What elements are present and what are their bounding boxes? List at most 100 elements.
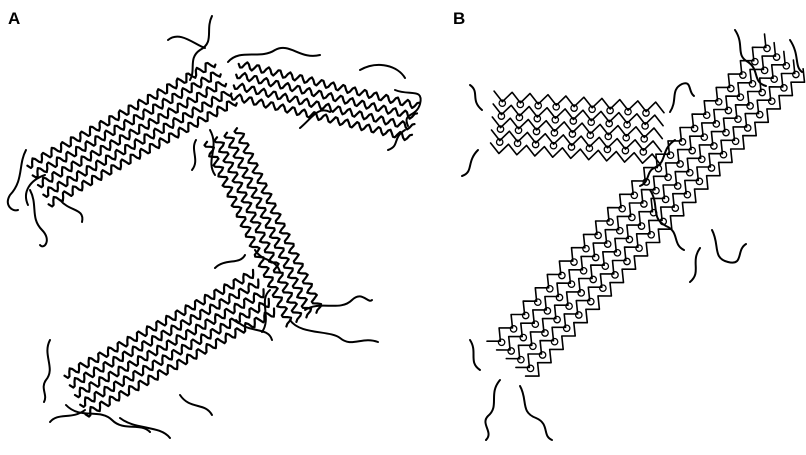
b-sheet-diagonal-bead (701, 134, 707, 140)
b-sheet-diagonal-bead (544, 308, 550, 314)
b-sheet-diagonal-bead (773, 54, 779, 60)
b-sheet-diagonal-bead (520, 334, 526, 340)
b-loose-chain-3 (670, 83, 694, 112)
a-loose-chain-17 (215, 255, 245, 268)
a-loose-chain-13 (300, 110, 330, 128)
b-sheet-diagonal-bead (732, 138, 738, 144)
b-sheet-diagonal-strand-1 (487, 34, 766, 341)
b-sheet-diagonal-bead (699, 156, 705, 162)
b-sheet-diagonal-bead (691, 125, 697, 131)
b-sheet-diagonal-bead (619, 206, 625, 212)
b-sheet-diagonal-bead (542, 330, 548, 336)
b-sheet-diagonal-bead (745, 125, 751, 131)
b-sheet-diagonal-bead (498, 339, 504, 345)
b-sheet-diagonal-bead (595, 232, 601, 238)
a-bundle-upper-right-strand-4 (231, 95, 412, 141)
b-sheet-diagonal-bead (593, 254, 599, 260)
b-sheet-diagonal-bead (600, 285, 606, 291)
b-sheet-diagonal-bead (771, 76, 777, 82)
b-sheet-diagonal-bead (677, 161, 683, 167)
b-sheet-diagonal-bead (638, 223, 644, 229)
b-sheet-diagonal-bead (568, 281, 574, 287)
b-sheet-diagonal-bead (580, 268, 586, 274)
b-sheet-diagonal-bead (752, 59, 758, 65)
b-sheet-diagonal-bead (737, 94, 743, 100)
b-sheet-diagonal-bead (728, 85, 734, 91)
a-bundle-lower-strand-3 (75, 289, 264, 397)
b-sheet-diagonal-bead (523, 312, 529, 318)
a-loose-chain-14 (290, 320, 378, 342)
b-sheet-diagonal-bead (527, 365, 533, 371)
a-bundle-lower-strand-1 (65, 270, 254, 378)
b-sheet-diagonal-bead (735, 116, 741, 122)
b-loose-chain-1 (470, 85, 482, 110)
b-sheet-diagonal-bead (793, 71, 799, 77)
b-sheet-diagonal-bead (607, 219, 613, 225)
b-sheet-diagonal-bead (648, 232, 654, 238)
b-sheet-diagonal-bead (708, 165, 714, 171)
a-loose-chain-3 (8, 150, 26, 210)
a-loose-chain-9 (395, 90, 421, 126)
a-loose-chain-11 (192, 140, 196, 170)
b-sheet-diagonal-bead (614, 250, 620, 256)
b-sheet-diagonal-bead (626, 236, 632, 242)
b-sheet-diagonal-bead (554, 316, 560, 322)
b-sheet-diagonal-bead (559, 272, 565, 278)
b-sheet-diagonal-bead (687, 170, 693, 176)
b-sheet-diagonal-bead (532, 321, 538, 327)
b-sheet-diagonal-bead (624, 258, 630, 264)
b-sheet-diagonal-bead (740, 72, 746, 78)
b-loose-chain-10 (485, 380, 500, 440)
b-sheet-diagonal-bead (571, 259, 577, 265)
a-bundle-lower-strand-2 (70, 280, 259, 388)
b-sheet-diagonal-bead (539, 352, 545, 358)
b-sheet-diagonal-bead (641, 201, 647, 207)
b-sheet-diagonal-bead (769, 98, 775, 104)
a-loose-chain-8 (360, 65, 405, 78)
b-sheet-diagonal-bead (749, 81, 755, 87)
a-loose-chain-4 (30, 190, 47, 246)
b-sheet-diagonal-bead (576, 312, 582, 318)
b-sheet-diagonal-bead (781, 85, 787, 91)
b-sheet-diagonal-bead (605, 241, 611, 247)
b-sheet-diagonal-bead (583, 246, 589, 252)
b-sheet-diagonal-bead (696, 178, 702, 184)
a-loose-chain-24 (180, 395, 212, 415)
panel-label-b: B (453, 10, 465, 27)
b-sheet-diagonal-bead (672, 205, 678, 211)
b-sheet-diagonal-bead (510, 326, 516, 332)
b-sheet-diagonal-bead (556, 294, 562, 300)
b-sheet-diagonal-bead (720, 152, 726, 158)
a-bundle-upper-right-strand-3 (234, 84, 415, 130)
a-bundle-upper-right-strand-1 (239, 62, 420, 108)
b-sheet-diagonal-bead (612, 272, 618, 278)
b-sheet-diagonal-bead (704, 112, 710, 118)
b-loose-chain-12 (470, 340, 480, 370)
b-sheet-diagonal-bead (653, 188, 659, 194)
b-sheet-diagonal-bead (667, 152, 673, 158)
b-sheet-diagonal-bead (713, 121, 719, 127)
b-sheet-diagonal-bead (761, 67, 767, 73)
b-sheet-diagonal-bead (588, 298, 594, 304)
b-sheet-diagonal-bead (662, 196, 668, 202)
b-sheet-diagonal-bead (675, 183, 681, 189)
a-bundle-upper-left-strand-3 (38, 82, 226, 187)
a-loose-chain-21 (120, 418, 170, 438)
b-sheet-diagonal-bead (535, 299, 541, 305)
b-sheet-diagonal-bead (602, 263, 608, 269)
b-sheet-diagonal-bead (617, 228, 623, 234)
b-sheet-diagonal-bead (547, 286, 553, 292)
b-sheet-diagonal-bead (551, 339, 557, 345)
b-sheet-diagonal-bead (723, 129, 729, 135)
b-sheet-diagonal-bead (530, 343, 536, 349)
b-sheet-diagonal-bead (783, 63, 789, 69)
a-loose-chain-7 (228, 48, 320, 62)
b-sheet-diagonal-bead (631, 192, 637, 198)
b-sheet-diagonal-bead (764, 45, 770, 51)
a-bundle-upper-right-strand-2 (236, 73, 417, 119)
a-loose-chain-2 (168, 37, 205, 48)
panel-label-a: A (8, 10, 20, 27)
b-loose-chain-8 (712, 230, 746, 263)
